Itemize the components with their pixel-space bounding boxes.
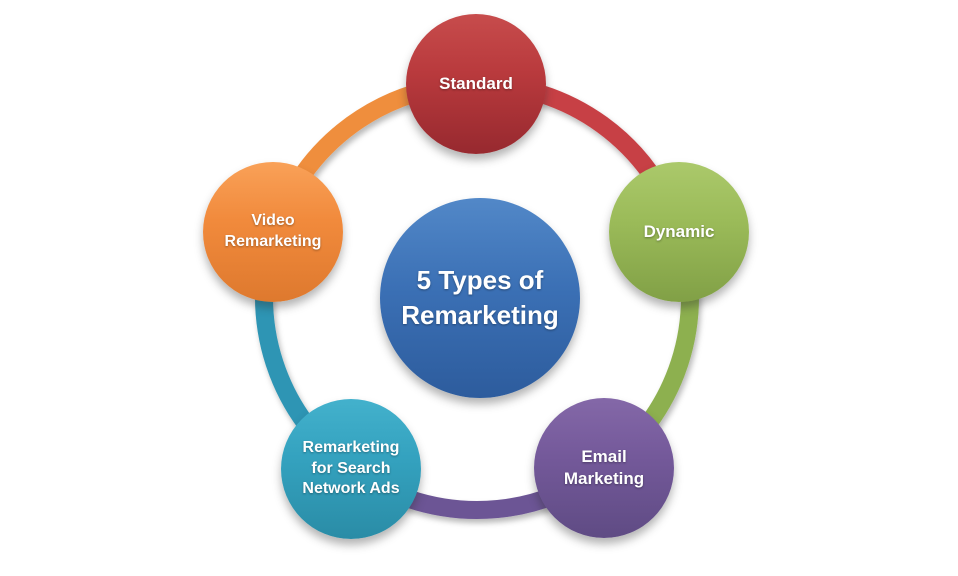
node-dynamic-label: Dynamic: [643, 221, 715, 241]
center-node-5-types-of-remarketing: 5 Types of Remarketing: [380, 198, 580, 398]
node-video-remarketing-label: Video Remarketing: [224, 212, 322, 250]
node-remarketing-search-network-ads-label: Remarketing for Search Network Ads: [302, 438, 400, 498]
node-email-marketing-label: Email Marketing: [563, 446, 645, 488]
node-email-marketing: Email Marketing: [534, 398, 674, 538]
node-standard: Standard: [406, 14, 546, 154]
node-standard-label: Standard: [439, 73, 513, 93]
node-video-remarketing: Video Remarketing: [203, 162, 343, 302]
node-remarketing-search-network-ads: Remarketing for Search Network Ads: [281, 399, 421, 539]
node-dynamic: Dynamic: [609, 162, 749, 302]
center-node-label: 5 Types of Remarketing: [401, 264, 559, 330]
